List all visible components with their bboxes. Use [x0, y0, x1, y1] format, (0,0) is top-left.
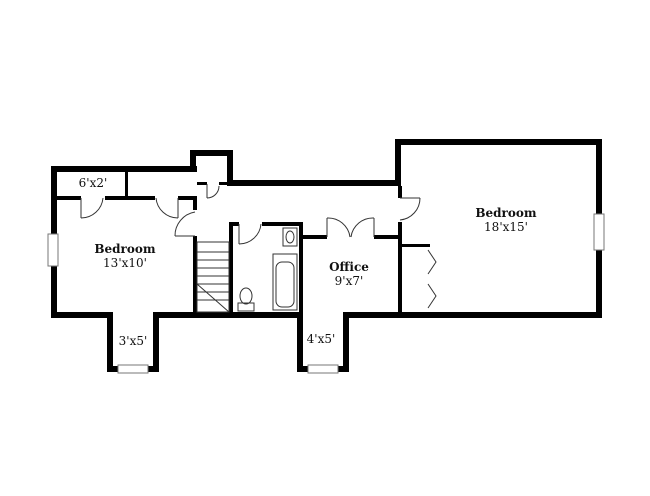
bath-fixtures	[237, 227, 298, 312]
bifold-door-bottom	[427, 283, 437, 309]
bedroom-left-name: Bedroom	[94, 242, 155, 256]
wall-office-right-a	[398, 186, 402, 198]
wall-notch-closet-b	[219, 182, 229, 185]
wall-office-right-b	[398, 222, 402, 316]
wall-nook-left-l	[107, 312, 113, 372]
wall-bath-top-b	[262, 222, 302, 226]
bedroom-left-dims: 13'x10'	[103, 256, 147, 270]
sink-basin	[285, 230, 295, 244]
wall-notch-closet	[197, 182, 207, 185]
nook-left-dims: 3'x5'	[119, 334, 148, 348]
wall-notch-left	[190, 150, 196, 172]
wall-top-middle	[227, 180, 401, 186]
wall-bottom-bath	[229, 312, 303, 318]
windows	[47, 213, 605, 374]
stairs	[196, 241, 230, 313]
wall-nook-office-r	[343, 312, 349, 372]
wall-bedroom-left-east-a	[193, 196, 197, 210]
wall-left-bottom-a	[51, 312, 113, 318]
wall-nook-left-r	[153, 312, 159, 372]
sink	[282, 227, 298, 247]
window-nook-left	[117, 364, 149, 374]
interior-walls	[57, 172, 430, 316]
door-office-a	[326, 217, 351, 238]
door-office-b	[350, 217, 375, 238]
window-right	[593, 213, 605, 251]
bathtub-inner	[275, 261, 295, 308]
bedroom-right-dims: 18'x15'	[484, 220, 528, 234]
wall-closet-bottom-a	[57, 196, 81, 200]
door-bath	[238, 223, 262, 245]
door-notch-closet	[206, 184, 220, 199]
door-bedroom-left	[174, 211, 196, 237]
door-closet-b	[155, 197, 179, 219]
nook-office-dims: 4'x5'	[307, 332, 336, 346]
door-closet-a	[80, 197, 104, 219]
office-name: Office	[329, 260, 369, 274]
stair-outline	[196, 241, 230, 313]
stair-diagonal	[196, 283, 230, 313]
window-left	[47, 233, 59, 267]
wall-bath-right	[299, 222, 303, 316]
wall-nook-office-l	[297, 312, 303, 372]
toilet-bowl	[239, 287, 253, 305]
bifold-door-top	[427, 249, 437, 275]
wall-closet-right-top	[398, 244, 430, 247]
wall-stair-bath	[229, 222, 233, 316]
door-bedroom-right	[399, 197, 421, 221]
wall-notch-right	[227, 150, 233, 186]
wall-notch-top	[190, 150, 233, 156]
wall-office-top-a	[299, 235, 327, 239]
wall-bedroom-left-east-b	[193, 236, 197, 316]
office-dims: 9'x7'	[335, 274, 364, 288]
wall-left-top	[51, 166, 197, 172]
wall-closet-divider	[125, 172, 128, 198]
window-nook-office	[307, 364, 339, 374]
closet-left-dims: 6'x2'	[79, 176, 108, 190]
bathtub	[272, 253, 298, 311]
doors	[80, 184, 437, 309]
toilet-tank	[237, 302, 255, 312]
wall-closet-bottom-c	[178, 196, 196, 200]
wall-right-bottom	[343, 312, 602, 318]
room-labels: 6'x2' Bedroom 13'x10' 3'x5' Office 9'x7'…	[79, 176, 537, 348]
bedroom-right-name: Bedroom	[475, 206, 536, 220]
wall-office-top-b	[374, 235, 401, 239]
wall-left-bottom-b	[153, 312, 297, 318]
wall-right-top	[395, 139, 602, 145]
wall-right-step	[395, 139, 401, 186]
wall-closet-bottom-b	[105, 196, 155, 200]
wall-bath-top-a	[229, 222, 239, 226]
